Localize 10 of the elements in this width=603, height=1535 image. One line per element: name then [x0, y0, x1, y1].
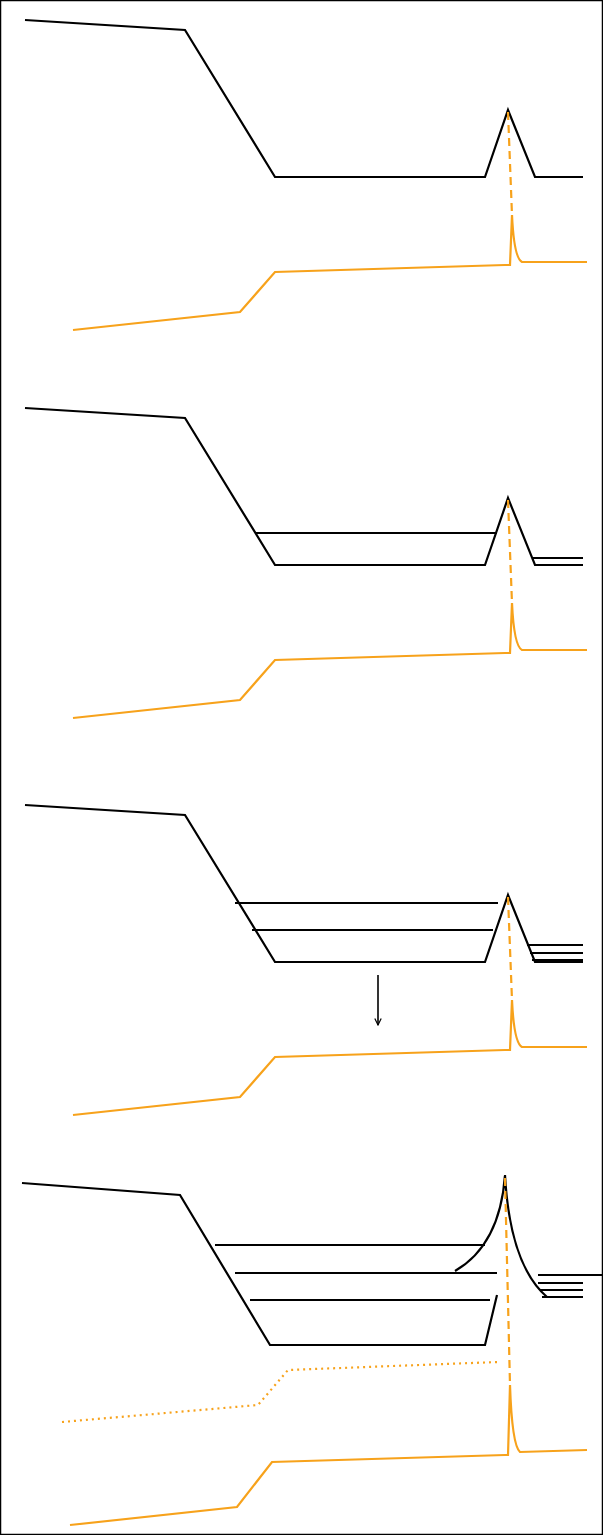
stepped-profile-drawing [24, 803, 583, 964]
curve-line [69, 1383, 588, 1527]
stepped-profile-drawing [21, 1173, 603, 1347]
arrow [374, 974, 382, 1026]
curve-line [72, 998, 587, 1117]
curve-line [72, 601, 587, 720]
curve-line [72, 213, 587, 332]
stepped-profile-drawing [24, 406, 583, 567]
stepped-profile-drawing [24, 18, 583, 179]
dotted-curve [61, 1360, 499, 1424]
